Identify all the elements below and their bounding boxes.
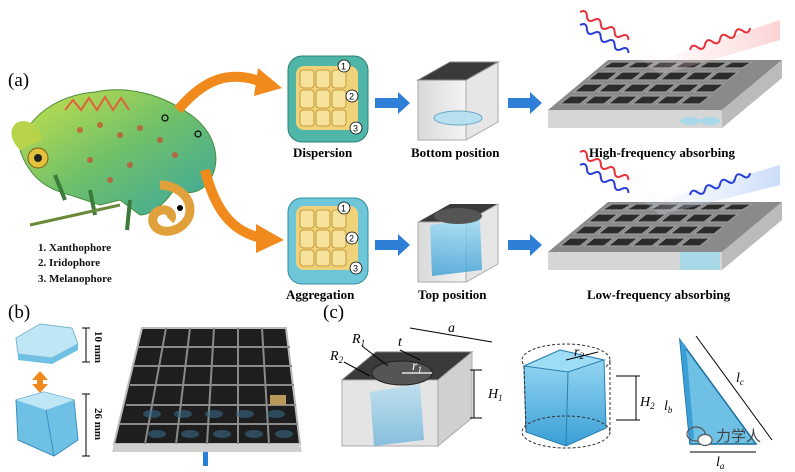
orange-double-arrow xyxy=(32,371,48,393)
watermark-text: 力学人 xyxy=(716,427,761,445)
low-frequency-label: Low-frequency absorbing xyxy=(587,287,731,302)
orange-arrow-up-head xyxy=(254,68,282,96)
prototype-photo xyxy=(112,327,302,466)
dispersion-marker-2: 2 xyxy=(349,92,354,102)
chameleon-illustration xyxy=(11,89,217,236)
chromatophore-3: 3. Melanophore xyxy=(38,273,112,285)
aggregation-marker-2: 2 xyxy=(349,234,354,244)
high-frequency-absorber xyxy=(548,10,782,128)
label-H2: H2 xyxy=(639,395,655,411)
blue-arrow-1 xyxy=(375,92,410,114)
collapsed-dim-label: 10 mm xyxy=(92,331,104,363)
leader-R2 xyxy=(343,361,371,377)
leader-t xyxy=(399,349,421,361)
wechat-icon xyxy=(686,426,713,447)
triangle-panel xyxy=(678,337,758,445)
leader-R1 xyxy=(361,345,389,367)
unit-cell-geometry xyxy=(340,350,474,448)
blue-arrow-2 xyxy=(508,92,542,114)
label-lb: lb xyxy=(664,399,673,415)
label-R2: R2 xyxy=(329,349,344,365)
panel-label-c: (c) xyxy=(323,302,344,323)
aggregation-cell: 1 2 3 xyxy=(287,197,369,285)
panel-label-a: (a) xyxy=(8,70,29,91)
label-r1: r1 xyxy=(412,359,422,375)
dispersion-marker-3: 3 xyxy=(353,124,358,134)
aggregation-label: Aggregation xyxy=(286,287,355,302)
label-H1: H1 xyxy=(487,387,503,403)
expanded-pentagon xyxy=(15,391,79,457)
label-R1: R1 xyxy=(351,332,365,348)
bottom-position-box xyxy=(416,61,500,141)
dispersion-cell: 1 2 3 xyxy=(287,55,369,143)
label-a: a xyxy=(448,321,455,336)
orange-arrow-down xyxy=(200,168,264,243)
aggregation-marker-1: 1 xyxy=(341,204,346,214)
blue-arrow-3 xyxy=(375,234,410,256)
twisted-cylinder xyxy=(521,343,611,449)
top-position-box xyxy=(417,203,499,283)
dim-line-a xyxy=(409,327,493,343)
high-frequency-label: High-frequency absorbing xyxy=(589,145,736,160)
aggregation-marker-3: 3 xyxy=(353,264,358,274)
chromatophore-1: 1. Xanthophore xyxy=(38,242,111,254)
orange-arrow-down-head xyxy=(256,224,284,253)
chromatophore-2: 2. Iridophore xyxy=(38,257,100,269)
low-frequency-absorber xyxy=(548,150,782,270)
collapsed-pentagon xyxy=(15,323,79,364)
label-la: la xyxy=(716,455,725,471)
label-r2: r2 xyxy=(574,345,584,361)
bottom-position-label: Bottom position xyxy=(411,145,500,160)
dispersion-marker-1: 1 xyxy=(341,62,346,72)
panel-label-b: (b) xyxy=(8,302,30,323)
label-lc: lc xyxy=(736,371,744,387)
blue-arrow-4 xyxy=(508,234,542,256)
top-position-label: Top position xyxy=(418,287,487,302)
dispersion-label: Dispersion xyxy=(293,145,353,160)
expanded-dim-label: 26 mm xyxy=(92,408,104,440)
dim-line-lc xyxy=(695,335,773,441)
orange-arrow-up xyxy=(174,71,264,114)
label-t: t xyxy=(398,335,403,350)
